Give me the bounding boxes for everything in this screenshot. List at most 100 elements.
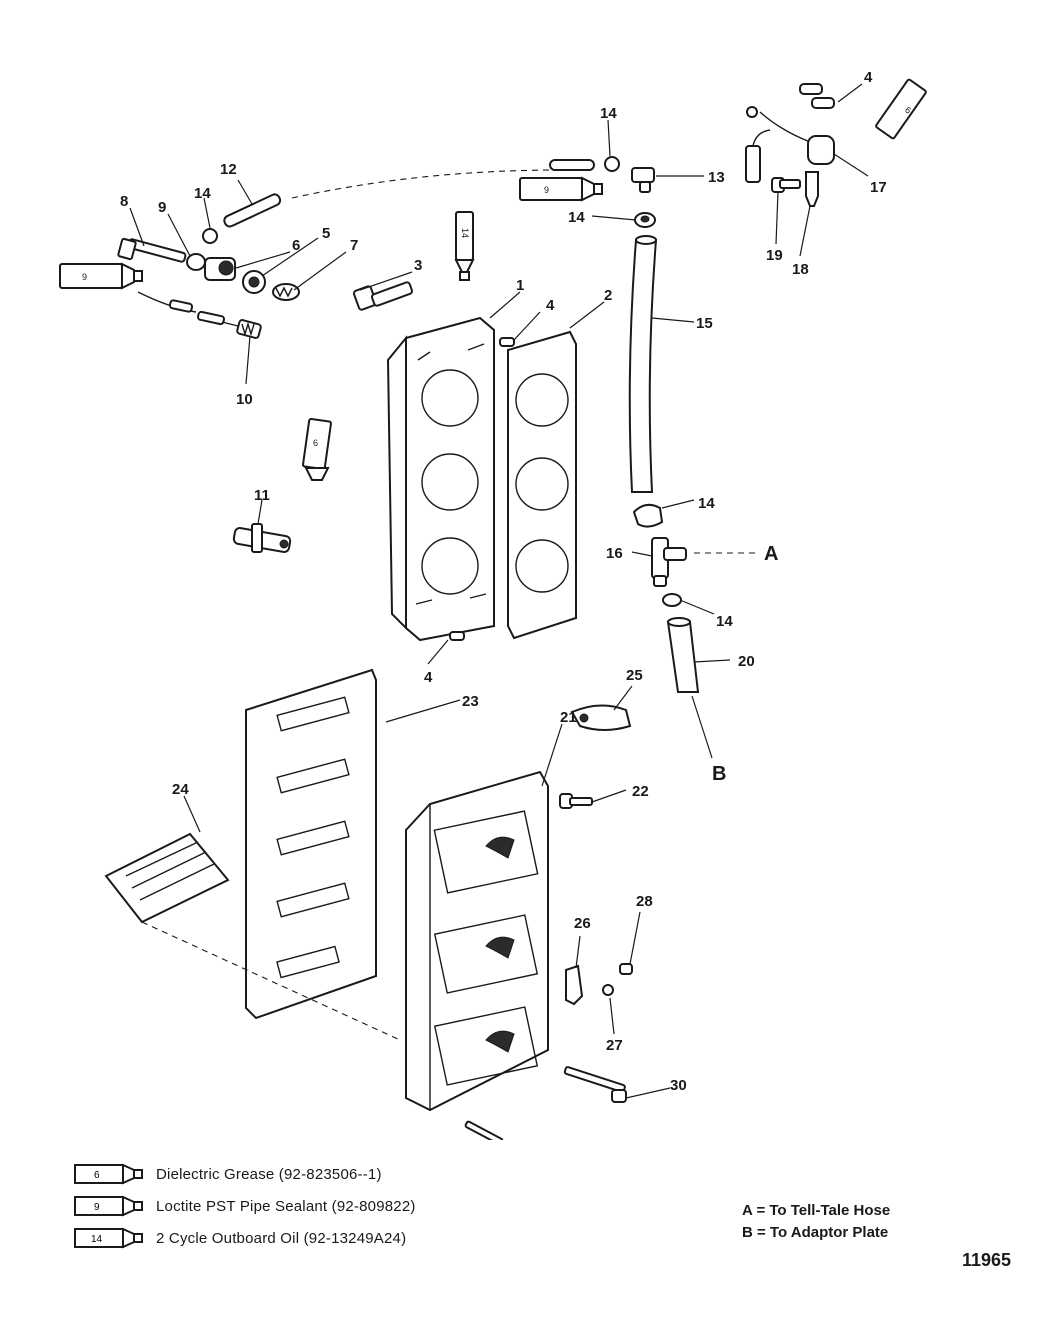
reed-dashed-line	[141, 921, 401, 1041]
callout-22: 22	[632, 783, 649, 800]
screw-29	[464, 1120, 504, 1140]
tube-icon: 9	[74, 1195, 143, 1217]
callout-15: 15	[696, 315, 713, 332]
callout-4-lower: 4	[424, 669, 433, 686]
dowel-pin-4-upper	[499, 337, 515, 347]
callout-26: 26	[574, 915, 591, 932]
callout-12: 12	[220, 161, 237, 178]
callout-3: 3	[414, 257, 422, 274]
dielectric-grease-tube-6-mid: 6	[302, 417, 332, 481]
callout-11: 11	[254, 487, 270, 504]
ref-letter-b: B	[712, 763, 726, 785]
callout-14-lower: 14	[698, 495, 715, 512]
callout-17: 17	[870, 179, 887, 196]
clamp-14-bottom	[662, 593, 682, 607]
hose-12	[223, 193, 282, 228]
callout-4-top: 4	[864, 69, 873, 86]
callout-27: 27	[606, 1037, 623, 1054]
hose-15	[628, 235, 658, 493]
tell-tale-sensor-17	[745, 106, 835, 183]
callout-14-bottom: 14	[716, 613, 733, 630]
legend-label: Loctite PST Pipe Sealant (92-809822)	[156, 1197, 416, 1215]
terminal-18	[805, 171, 819, 207]
reed-block-housing-21	[405, 770, 549, 1112]
callout-18: 18	[792, 261, 809, 278]
callout-7: 7	[350, 237, 358, 254]
tube-icon: 14	[74, 1227, 143, 1249]
clip-26	[565, 964, 584, 1006]
legend-num: 9	[94, 1202, 100, 1213]
hose-routing-dashed-line	[291, 169, 561, 199]
callout-30: 30	[670, 1077, 687, 1094]
tube-icon: 6	[74, 1163, 143, 1185]
temperature-switch-10	[137, 291, 262, 339]
hose-connector-top	[549, 159, 595, 171]
leader-lines	[129, 83, 869, 1099]
sealant-tube-9-top: 9	[519, 176, 603, 202]
ref-b-leader	[691, 695, 713, 759]
legend-item-14: 14 2 Cycle Outboard Oil (92-13249A24)	[74, 1222, 554, 1254]
dielectric-grease-tube-6-top: 6	[875, 78, 927, 140]
callout-8: 8	[120, 193, 128, 210]
callout-13: 13	[708, 169, 725, 186]
elbow-6	[204, 257, 236, 281]
clamp-14-lower	[632, 503, 664, 528]
legend-num: 6	[94, 1170, 100, 1181]
callout-14-mid: 14	[568, 209, 585, 226]
spring-7	[272, 283, 300, 301]
screw-22	[559, 793, 593, 809]
callout-21: 21	[560, 709, 577, 726]
tee-fitting-13	[631, 167, 655, 193]
note-a: A = To Tell-Tale Hose	[742, 1202, 891, 1219]
sleeve-4-top-pair	[799, 83, 835, 109]
exploded-parts-diagram: 14 9 9	[59, 69, 927, 1140]
tube-label-9-top: 9	[544, 185, 549, 195]
callout-6: 6	[292, 237, 300, 254]
clamp-14-top	[604, 156, 620, 172]
fitting-11	[232, 523, 292, 553]
fitting-9	[186, 253, 206, 271]
callout-25: 25	[626, 667, 643, 684]
callout-24: 24	[172, 781, 189, 798]
dowel-pin-4-lower	[449, 631, 465, 641]
legend-label: 2 Cycle Outboard Oil (92-13249A24)	[156, 1229, 407, 1247]
tube-label-9-left: 9	[82, 272, 87, 282]
hose-20	[666, 617, 700, 693]
valve-5	[242, 270, 266, 294]
ref-letter-a: A	[764, 543, 778, 565]
clamp-14-mid	[634, 212, 656, 228]
tee-fitting-16	[651, 537, 687, 587]
reed-petal-24	[104, 832, 230, 924]
gasket-23	[245, 668, 377, 1020]
screw-19	[771, 177, 801, 193]
callout-23: 23	[462, 693, 479, 710]
legend-label: Dielectric Grease (92-823506--1)	[156, 1165, 382, 1183]
callout-5: 5	[322, 225, 330, 242]
legend-item-9: 9 Loctite PST Pipe Sealant (92-809822)	[74, 1190, 554, 1222]
bolt-3	[352, 281, 414, 311]
tube-label-6-mid: 6	[313, 438, 318, 448]
callout-9: 9	[158, 199, 166, 216]
callout-4-upper: 4	[546, 297, 555, 314]
callout-14-left: 14	[194, 185, 211, 202]
callout-20: 20	[738, 653, 755, 670]
tube-label-14: 14	[460, 228, 470, 238]
screw-28	[619, 963, 633, 975]
lubricant-legend: 6 Dielectric Grease (92-823506--1) 9 Loc…	[74, 1158, 554, 1254]
sealant-tube-9-left: 9	[59, 262, 143, 290]
reference-notes: A = To Tell-Tale Hose B = To Adaptor Pla…	[742, 1200, 890, 1244]
figure-number: 11965	[962, 1250, 1012, 1270]
callout-2: 2	[604, 287, 612, 304]
callout-numbers: 1 2 3 4 4 4 5 6 7 8 9 10 11 12 13 14 14 …	[120, 69, 887, 1094]
cylinder-block-cover-1	[386, 316, 495, 642]
tube-label-6-top: 6	[903, 105, 913, 116]
callout-28: 28	[636, 893, 653, 910]
callout-14-top: 14	[600, 105, 617, 122]
screw-30	[563, 1066, 627, 1103]
note-b: B = To Adaptor Plate	[742, 1224, 889, 1241]
hose-clamp-25	[570, 704, 632, 731]
oil-tube-14: 14	[454, 211, 475, 281]
callout-16: 16	[606, 545, 623, 562]
legend-item-6: 6 Dielectric Grease (92-823506--1)	[74, 1158, 554, 1190]
legend-num: 14	[91, 1234, 103, 1245]
